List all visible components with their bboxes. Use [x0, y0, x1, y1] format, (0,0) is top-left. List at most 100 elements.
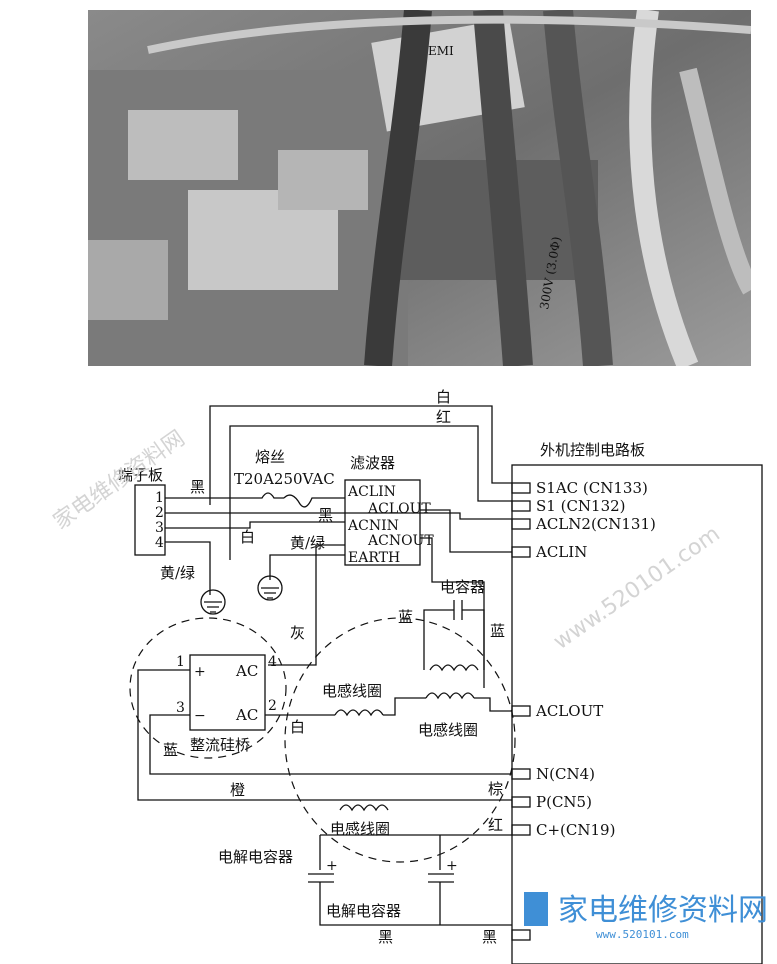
bridge-pin: 4 [268, 654, 277, 670]
connector-label: ACLN2(CN131) [535, 515, 656, 533]
filter-pin: EARTH [348, 550, 400, 566]
wire-color-label: 黑 [190, 478, 205, 496]
wire-gray [268, 544, 345, 666]
bridge-pin: 1 [176, 654, 185, 670]
component-block [128, 110, 238, 180]
wire-cap-right [462, 609, 485, 670]
fuse-title: 熔丝 [255, 448, 285, 466]
wire-to-aclout [474, 697, 512, 712]
wire-cap-left [423, 609, 454, 670]
bridge-title: 整流硅桥 [190, 736, 250, 754]
capacitor-title: 电容器 [440, 578, 485, 596]
wire-bridge-plus [137, 669, 512, 801]
component-block [88, 240, 168, 320]
wire-color-label: 棕 [488, 780, 503, 798]
wiring-diagram: 外机控制电路板 S1AC (CN133) S1 (CN132) ACLN2(CN… [49, 388, 768, 964]
terminal-block-box [134, 484, 166, 556]
wire-black-pin1 [165, 492, 284, 499]
connector-label: ACLIN [535, 543, 587, 561]
connector-label: ACLOUT [535, 702, 603, 720]
emi-label-text: EMI [428, 44, 454, 58]
connector-label: N(CN4) [536, 765, 595, 783]
filter-pin: ACNIN [347, 518, 399, 534]
ground-symbol [257, 575, 283, 601]
connector-aclout [511, 705, 531, 717]
wire-cap-bottom [319, 882, 512, 926]
wire-pin3 [165, 521, 345, 529]
watermark: www.520101.com [549, 521, 725, 654]
bridge-pin: 3 [176, 700, 185, 716]
inductor-coil [339, 804, 389, 812]
connector-label: S1AC (CN133) [536, 479, 648, 497]
terminal-pin: 1 [155, 490, 164, 506]
wire-color-label: 白 [240, 528, 255, 546]
site-logo: 家电维修资料网 www.520101.com [524, 892, 768, 941]
product-photo: EMI 300V (3.0Φ) [88, 10, 751, 366]
inductor-label: 电感线圈 [418, 721, 478, 739]
cable [473, 10, 533, 366]
connector-n-cn4 [511, 768, 531, 780]
cable [147, 15, 751, 54]
filter-title: 滤波器 [350, 454, 395, 472]
wire-color-label: 灰 [290, 624, 305, 642]
electrolytic-plus: + [446, 858, 458, 874]
bridge-pin: 2 [268, 698, 277, 714]
inductor-label: 电感线圈 [322, 682, 382, 700]
outdoor-board-title: 外机控制电路板 [540, 441, 645, 459]
inductor-coil [429, 664, 479, 672]
watermark: 家电维修资料网 [49, 426, 190, 535]
wire-color-label: 蓝 [163, 741, 178, 759]
wire-color-label: 红 [436, 408, 451, 426]
ground-symbol [200, 589, 226, 615]
wire-color-label: 黑 [318, 506, 333, 524]
wire-color-label: 黑 [482, 928, 497, 946]
terminal-block-title: 端子板 [118, 466, 163, 484]
inductor-coil [334, 709, 384, 717]
connector-c-plus-cn19 [511, 824, 531, 836]
dashed-region [284, 617, 516, 863]
bridge-plus: + [194, 664, 206, 680]
connector-p-cn5 [511, 796, 531, 808]
terminal-pin: 4 [155, 535, 164, 551]
bridge-minus: − [194, 708, 206, 724]
wire-color-label: 黑 [378, 928, 393, 946]
wire-cap-bus [319, 834, 512, 870]
wire-color-label: 黄/绿 [160, 564, 195, 582]
wire-aclout [420, 509, 512, 553]
wire-color-label: 黄/绿 [290, 534, 325, 552]
wire-color-label: 橙 [230, 781, 245, 799]
connector-acln2 [511, 518, 531, 530]
logo-url: www.520101.com [596, 928, 689, 941]
fuse-wire [283, 494, 345, 508]
electrolytic-title: 电解电容器 [218, 848, 293, 866]
electrolytic-title: 电解电容器 [326, 902, 401, 920]
cable [364, 10, 432, 366]
bridge-ac: AC [235, 706, 258, 724]
cable [629, 10, 699, 366]
wire-red [229, 425, 512, 560]
wire-color-label: 蓝 [398, 608, 413, 626]
component-block [278, 150, 368, 210]
terminal-pin: 2 [155, 505, 164, 521]
connector-s1 [511, 500, 531, 512]
filter-pin: ACLIN [347, 484, 396, 500]
connector-label: P(CN5) [536, 793, 592, 811]
inductor-coil [425, 692, 475, 700]
logo-text: 家电维修资料网 [558, 893, 768, 928]
wire-pin2 [165, 512, 512, 520]
connector-label: S1 (CN132) [536, 497, 626, 515]
bridge-ac: AC [235, 662, 258, 680]
inductor-label: 电感线圈 [330, 820, 390, 838]
wire-earth [269, 554, 345, 580]
wire-color-label: 红 [488, 816, 503, 834]
wire-color-label: 白 [290, 718, 305, 736]
filter-pin: ACNOUT [367, 533, 434, 549]
cable [679, 67, 751, 295]
wire-pin4 [165, 541, 211, 595]
electrolytic-plus: + [326, 858, 338, 874]
dashed-region [129, 617, 287, 759]
bridge-box [189, 654, 266, 731]
wire-bridge-minus [149, 714, 512, 775]
logo-icon [524, 892, 548, 926]
wire-white [209, 405, 512, 505]
